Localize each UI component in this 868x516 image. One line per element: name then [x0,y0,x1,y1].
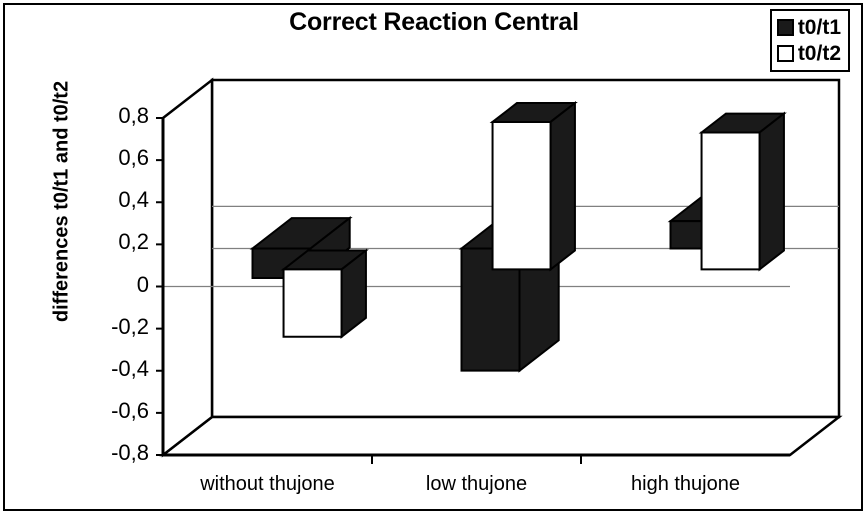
y-tick-label-1: 0,6 [118,145,149,171]
legend-swatch-hollow-icon [776,44,794,62]
legend-item-t0t2[interactable]: t0/t2 [776,40,841,66]
x-category-label-1: low thujone [425,473,528,495]
legend-label-t0t1: t0/t1 [797,15,841,39]
legend-item-t0t1[interactable]: t0/t1 [776,14,841,40]
legend-label-t0t2: t0/t2 [797,41,841,65]
bar-t0t2-2[interactable] [698,111,787,272]
y-tick-label-7: -0,6 [111,397,149,423]
plot-floor [159,415,843,457]
y-tick-label-2: 0,4 [118,187,149,213]
y-tick-label-4: 0 [136,271,149,297]
y-tick-label-6: -0,4 [111,355,149,381]
x-category-label-0: without thujone [200,473,335,495]
x-category-label-2: high thujone [631,473,740,495]
chart-legend: t0/t1 t0/t2 [769,9,850,72]
y-tick-label-3: 0,2 [118,229,149,255]
chart-title: Correct Reaction Central [289,8,579,36]
y-tick-label-0: 0,8 [118,103,149,128]
legend-swatch-filled-icon [776,18,794,36]
y-tick-label-8: -0,8 [111,440,149,465]
plot-left-wall [161,77,214,458]
y-tick-label-5: -0,2 [111,313,149,339]
bar-t0t2-1[interactable] [489,101,578,272]
bar-t0t2-0[interactable] [280,248,369,339]
